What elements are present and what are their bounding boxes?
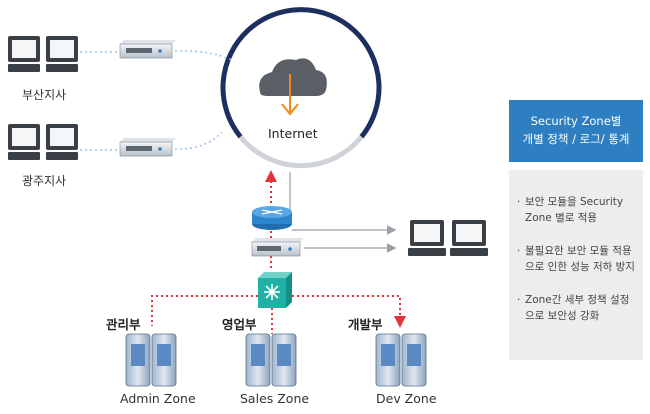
list-item: · 보안 모듈을 Security Zone 별로 적용 bbox=[517, 194, 637, 226]
side-panel-body: · 보안 모듈을 Security Zone 별로 적용 · 불필요한 보안 모… bbox=[509, 170, 643, 360]
dept-label-sales: 영업부 bbox=[222, 317, 257, 332]
internet-ring bbox=[220, 7, 382, 168]
core-switch-icon bbox=[258, 272, 292, 308]
bullet-dot: · bbox=[517, 245, 521, 257]
sales-zone-servers bbox=[245, 333, 297, 387]
zone-label-sales: Sales Zone bbox=[240, 391, 310, 406]
traffic-up-arrowhead bbox=[265, 170, 277, 182]
bullet-dot: · bbox=[517, 196, 521, 208]
list-item: · Zone간 세부 정책 설정 으로 보안성 강화 bbox=[517, 292, 637, 324]
bullet-text: Zone간 세부 정책 설정 으로 보안성 강화 bbox=[525, 294, 630, 322]
gwangju-firewall-icon bbox=[119, 138, 176, 157]
side-panel-title: Security Zone별 bbox=[530, 114, 622, 128]
dev-zone-servers bbox=[375, 333, 427, 387]
list-item: · 불필요한 보안 모듈 적용 으로 인한 성능 저하 방지 bbox=[517, 243, 637, 275]
bullet-dot: · bbox=[517, 294, 521, 306]
dept-label-dev: 개발부 bbox=[348, 317, 383, 332]
side-panel-header: Security Zone별 개별 정책 / 로그/ 통계 bbox=[509, 100, 643, 162]
busan-link bbox=[174, 50, 233, 61]
zone-label-admin: Admin Zone bbox=[120, 391, 196, 406]
branch-label-busan: 부산지사 bbox=[22, 88, 67, 102]
cloud-download-icon bbox=[259, 58, 327, 116]
zone-label-dev: Dev Zone bbox=[376, 391, 437, 406]
side-panel-subtitle: 개별 정책 / 로그/ 통계 bbox=[522, 132, 630, 146]
dept-label-admin: 관리부 bbox=[106, 317, 141, 332]
bullet-text: 보안 모듈을 Security Zone 별로 적용 bbox=[525, 196, 624, 224]
gwangju-pcs bbox=[8, 124, 78, 160]
router-icon bbox=[252, 206, 292, 230]
gwangju-link bbox=[174, 131, 223, 150]
admin-zone-servers bbox=[125, 333, 177, 387]
busan-pcs bbox=[8, 36, 78, 72]
zone-traffic-lines bbox=[151, 295, 406, 334]
internet-label: Internet bbox=[268, 126, 318, 141]
branch-label-gwangju: 광주지사 bbox=[22, 174, 67, 188]
internal-pcs bbox=[408, 220, 488, 256]
bullet-text: 불필요한 보안 모듈 적용 으로 인한 성능 저하 방지 bbox=[525, 245, 635, 273]
main-firewall-icon bbox=[251, 238, 304, 257]
busan-firewall-icon bbox=[119, 40, 176, 59]
